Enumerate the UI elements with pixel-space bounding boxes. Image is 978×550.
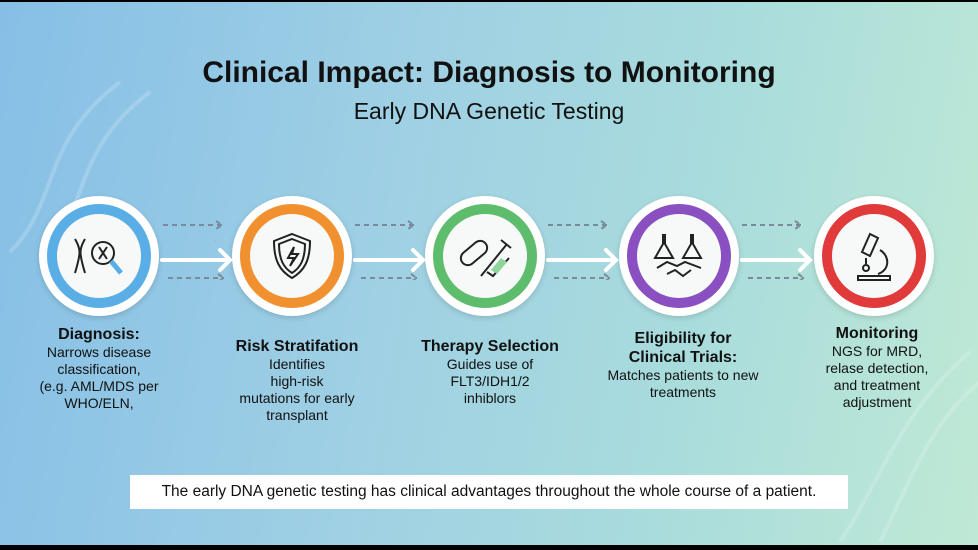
step-diagnosis (39, 196, 159, 316)
step-monitoring-text: Monitoring NGS for MRD,relase detection,… (825, 325, 929, 410)
flow-arrow (546, 248, 619, 280)
step-eligibility (619, 196, 739, 316)
shield-lightning-icon (272, 232, 312, 280)
dna-helix-decoration (838, 350, 978, 542)
step-risk (232, 196, 352, 316)
caption-box: The early DNA genetic testing has clinic… (130, 475, 848, 509)
chromosome-magnifier-icon (74, 238, 123, 275)
microscope-icon (857, 232, 891, 281)
flow-arrow (160, 240, 233, 280)
step-monitoring (814, 196, 934, 316)
dashed-arrows-top (163, 220, 803, 230)
page-subtitle: Early DNA Genetic Testing (353, 98, 625, 124)
flow-arrow (740, 248, 813, 280)
flasks-handshake-icon (653, 234, 703, 278)
page-title: Clinical Impact: Diagnosis to Monitoring (202, 56, 776, 89)
flow-arrow (353, 248, 426, 280)
pill-syringe-icon (459, 239, 512, 278)
step-therapy (425, 196, 545, 316)
